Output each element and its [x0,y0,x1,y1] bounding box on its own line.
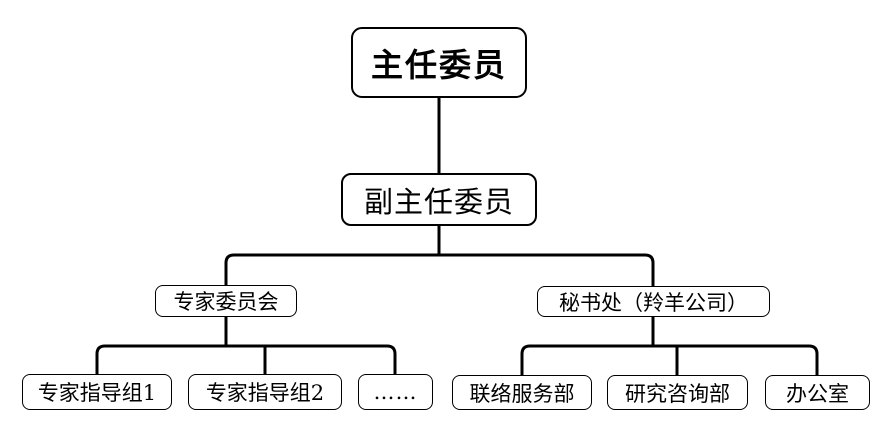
node-expert-group2: 专家指导组2 [188,374,342,410]
edge-left-bottom-branch [95,344,397,375]
node-expert-committee-label: 专家委员会 [173,290,279,314]
node-research-consulting-dept: 研究咨询部 [607,375,748,410]
node-secretariat-label: 秘书处（羚羊公司） [559,290,748,315]
node-more-groups-ellipsis: …… [358,374,433,410]
node-vice-chairman: 副主任委员 [341,173,537,226]
node-more-groups-ellipsis-label: …… [373,380,418,404]
node-office: 办公室 [765,375,870,410]
node-research-consulting-dept-label: 研究咨询部 [625,381,730,406]
node-chairman-label: 主任委员 [370,45,507,84]
edge-level3-branch [224,253,655,287]
edge-right-bottom-branch [520,344,819,376]
node-expert-committee: 专家委员会 [155,285,297,317]
node-liaison-service-dept-label: 联络服务部 [469,381,575,406]
node-liaison-service-dept: 联络服务部 [452,375,592,410]
node-expert-group1: 专家指导组1 [22,374,172,410]
node-vice-chairman-label: 副主任委员 [363,184,514,219]
node-office-label: 办公室 [786,381,849,406]
node-expert-group1-label: 专家指导组1 [37,381,157,405]
node-expert-group2-label: 专家指导组2 [205,381,325,405]
node-secretariat: 秘书处（羚羊公司） [537,286,770,317]
node-chairman: 主任委员 [351,27,527,98]
